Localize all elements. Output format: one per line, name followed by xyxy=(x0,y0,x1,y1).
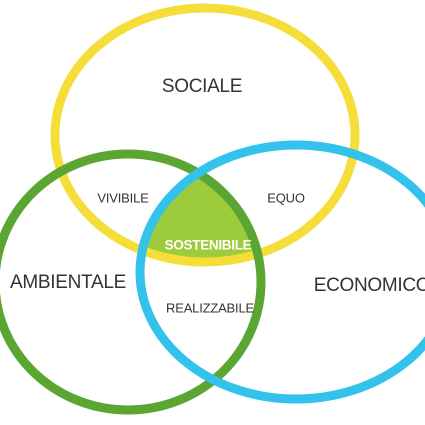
realizzabile-label: REALIZZABILE xyxy=(166,300,254,315)
sociale-ring xyxy=(50,3,360,267)
economico-ring xyxy=(135,140,425,404)
center-intersection-fill xyxy=(140,154,261,262)
vivibile-label: VIVIBILE xyxy=(97,190,149,205)
ambientale-label: AMBIENTALE xyxy=(10,272,126,293)
equo-label: EQUO xyxy=(267,190,305,205)
sostenibile-label: SOSTENIBILE xyxy=(165,238,252,253)
economico-label: ECONOMICO xyxy=(314,275,425,296)
sociale-label: SOCIALE xyxy=(162,76,242,97)
ambientale-ring xyxy=(0,149,266,415)
